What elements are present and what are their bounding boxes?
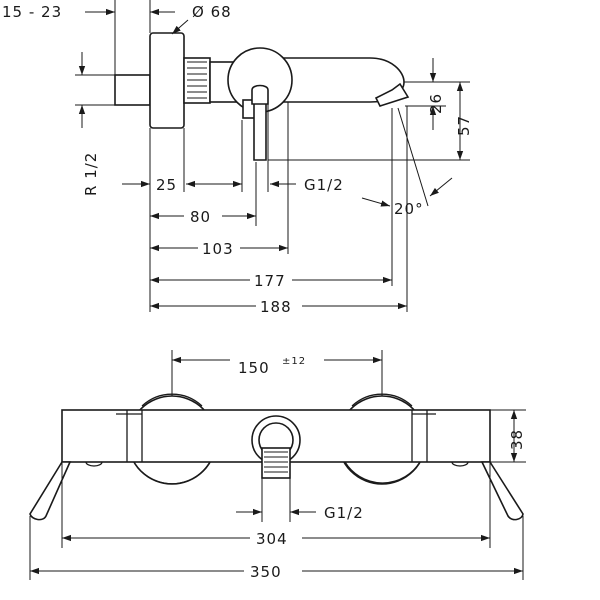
lever-right	[480, 461, 524, 521]
wall-pipe	[114, 74, 151, 106]
lever-left	[29, 461, 72, 521]
dim-angle: 20°	[394, 200, 424, 218]
dim-rosette-diameter: Ø 68	[192, 3, 232, 21]
dim-25: 25	[156, 176, 177, 194]
dim-350: 350	[250, 563, 282, 581]
dim-26: 26	[427, 93, 445, 114]
dim-38: 38	[508, 429, 526, 450]
union-nut	[183, 57, 211, 104]
wall-rosette	[149, 32, 185, 129]
dim-57: 57	[455, 115, 473, 136]
dim-thread-connection: R 1/2	[82, 152, 100, 196]
dim-80: 80	[190, 208, 211, 226]
dim-177: 177	[254, 272, 286, 290]
dim-outlet-thread-front: G1/2	[324, 504, 364, 522]
outlet-stub	[261, 447, 291, 479]
dim-103: 103	[202, 240, 234, 258]
outlet-thread-hatch	[264, 451, 288, 473]
dim-centers-tolerance: ±12	[282, 356, 306, 367]
dim-outlet-thread-side: G1/2	[304, 176, 344, 194]
dim-304: 304	[256, 530, 288, 548]
aerator	[374, 82, 410, 107]
dim-centers: 150	[238, 359, 270, 377]
dim-connection-range: 15 - 23	[2, 3, 62, 21]
spout	[261, 57, 405, 103]
dim-188: 188	[260, 298, 292, 316]
nut-thread-hatch	[187, 61, 207, 99]
side-view: 15 - 23 Ø 68 R 1/2 25 G1/2 80 103	[2, 0, 473, 316]
front-view: 150 ±12 38 G1/2 304 350	[29, 350, 526, 581]
